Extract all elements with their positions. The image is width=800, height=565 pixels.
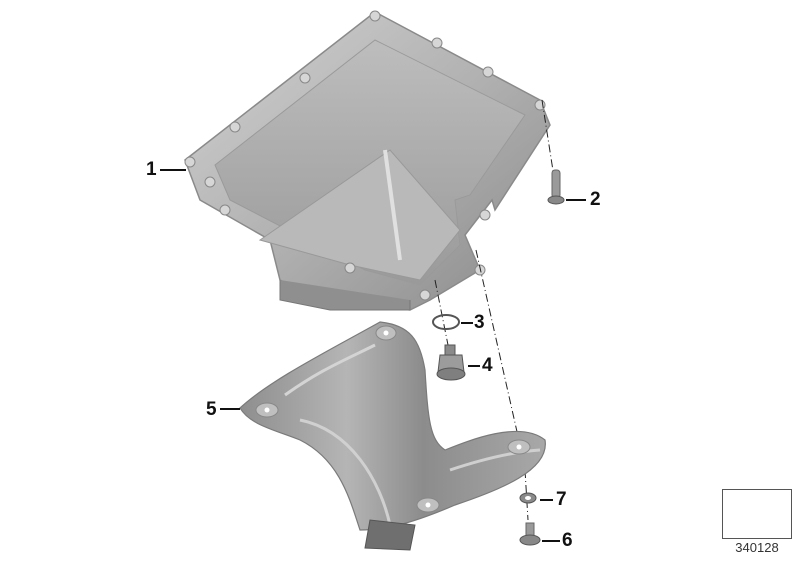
diagram-reference-number: 340128	[735, 540, 779, 555]
callout-1-leader	[160, 169, 186, 171]
reference-icon-frame	[722, 489, 792, 539]
drain-plug-part	[436, 344, 466, 381]
callout-3-leader	[461, 322, 473, 324]
callout-6-leader	[542, 540, 560, 542]
o-ring-part	[432, 314, 460, 330]
screw-part	[519, 522, 541, 546]
oil-pan-part	[184, 10, 551, 311]
callout-5-leader	[220, 408, 240, 410]
callout-4-label[interactable]: 4	[482, 355, 493, 376]
bolt-part	[547, 169, 565, 205]
callout-4-leader	[468, 365, 480, 367]
callout-2-leader	[566, 199, 586, 201]
callout-3-label[interactable]: 3	[474, 312, 485, 333]
washer-part	[519, 492, 537, 504]
callout-2-label[interactable]: 2	[590, 189, 601, 210]
callout-7-leader	[540, 499, 553, 501]
callout-6-label[interactable]: 6	[562, 530, 573, 551]
callout-1-label[interactable]: 1	[146, 159, 157, 180]
callout-5-label[interactable]: 5	[206, 399, 217, 420]
callout-7-label[interactable]: 7	[556, 489, 567, 510]
heat-shield-part	[239, 321, 546, 551]
